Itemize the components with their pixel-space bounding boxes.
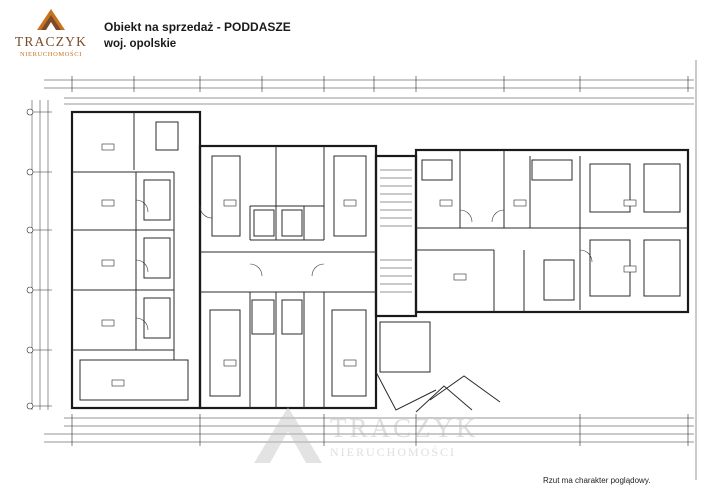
logo-name: TRACZYK [14, 34, 88, 49]
architectural-floor-plan [24, 60, 704, 492]
floor-plan-drawing [26, 60, 697, 480]
logo-subtitle: NIERUCHOMOŚCI [20, 51, 82, 58]
disclaimer-note: Rzut ma charakter poglądowy. [543, 476, 651, 485]
house-roof-icon [37, 9, 65, 30]
company-logo[interactable]: TRACZYK NIERUCHOMOŚCI [14, 8, 88, 60]
page-title: Obiekt na sprzedaż - PODDASZE [104, 20, 291, 34]
page-subtitle: woj. opolskie [104, 38, 177, 50]
